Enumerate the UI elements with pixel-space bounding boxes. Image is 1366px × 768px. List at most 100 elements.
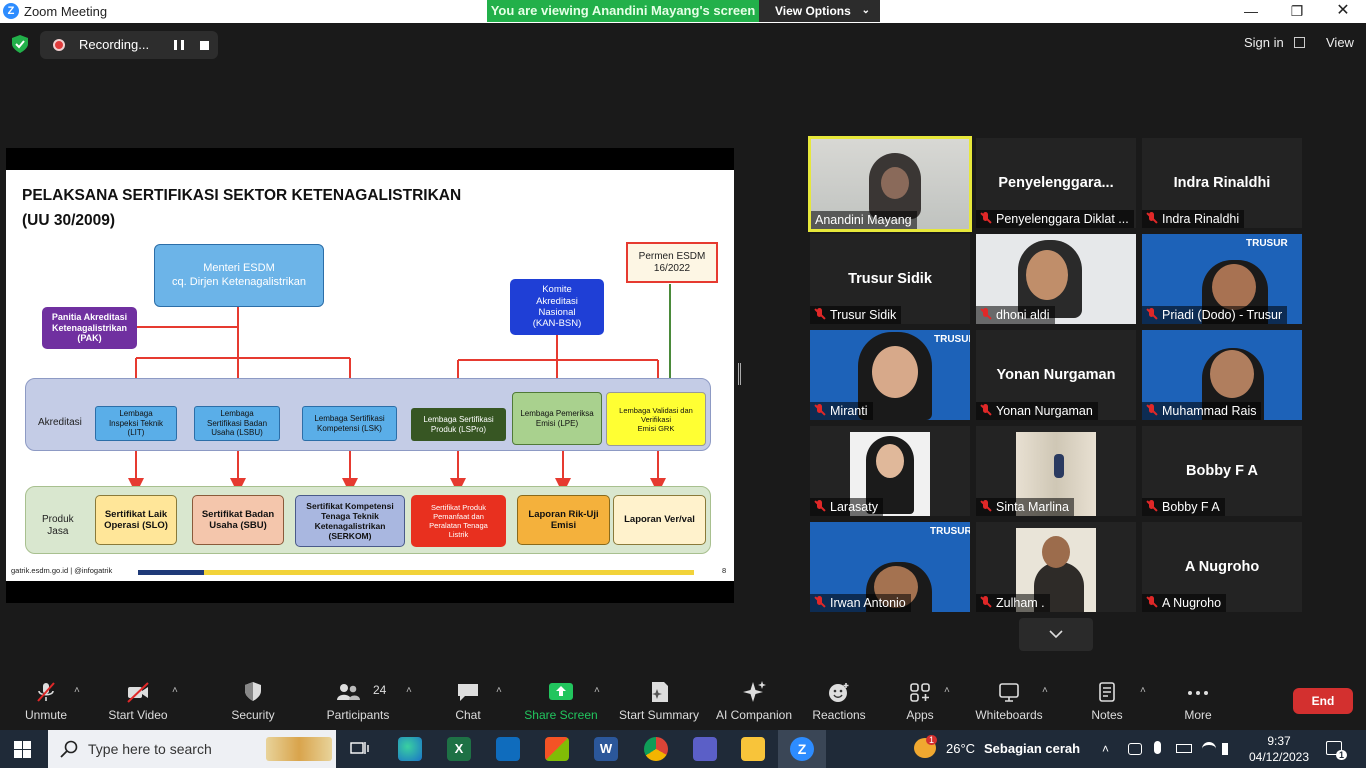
notes-options-caret[interactable]: ˄ [1140,685,1146,696]
weather-desc[interactable]: Sebagian cerah [984,741,1081,756]
kan-line2: Akreditasi [536,295,578,307]
edge-browser-icon[interactable] [398,737,422,761]
participant-label: Priadi (Dodo) - Trusur [1142,306,1288,324]
participant-tile[interactable]: Sinta Marlina [976,426,1136,516]
viewing-banner: You are viewing Anandini Mayang's screen… [487,0,880,22]
unmute-label: Unmute [24,708,68,722]
volume-icon[interactable] [1222,743,1238,755]
participant-tile[interactable]: Muhammad Rais [1142,330,1302,420]
whiteboards-options-caret[interactable]: ˄ [1042,685,1048,696]
participant-name: Anandini Mayang [811,211,917,229]
word-icon[interactable]: W [594,737,618,761]
ai-sparkle-icon [743,681,766,702]
share-screen-arrow-icon [549,683,573,700]
laporan-verval-box: Laporan Ver/val [613,495,706,545]
sign-in-link[interactable]: Sign in [1244,35,1284,50]
participant-name: Miranti [830,404,868,418]
close-button[interactable]: ✕ [1336,2,1350,19]
restore-button[interactable]: ❐ [1290,3,1304,19]
end-meeting-button[interactable]: End [1293,688,1353,714]
battery-icon[interactable] [1176,744,1192,753]
permen-esdm-box: Permen ESDM 16/2022 [626,242,718,283]
ai-companion-label: AI Companion [715,708,793,722]
participants-options-caret[interactable]: ˄ [406,685,412,696]
taskbar-search-box[interactable]: Type here to search [48,730,336,768]
muted-mic-icon [980,308,991,320]
participant-label: Trusur Sidik [810,306,902,324]
serkom-line1: Sertifikat Kompetensi [306,500,394,511]
slide-title: PELAKSANA SERTIFIKASI SEKTOR KETENAGALIS… [22,183,461,233]
chrome-icon[interactable] [644,737,668,761]
minimize-button[interactable]: — [1244,3,1258,19]
serkom-line3: Ketenagalistrikan [314,521,386,531]
apps-options-caret[interactable]: ˄ [944,685,950,696]
panel-resize-handle[interactable] [738,363,741,385]
chat-options-caret[interactable]: ˄ [496,685,502,696]
participant-tile[interactable]: TRUSUR Irwan Antonio [810,522,970,612]
lit-line3: (LIT) [127,428,145,438]
participant-tile[interactable]: Penyelenggara... Penyelenggara Diklat ..… [976,138,1136,228]
participant-tile[interactable]: TRUSUR Miranti [810,330,970,420]
gallery-next-page-button[interactable] [1019,618,1093,651]
audio-options-caret[interactable]: ˄ [74,685,80,696]
participant-tile[interactable]: dhoni aldi [976,234,1136,324]
start-video-button[interactable]: Start Video [102,675,174,730]
participant-tile[interactable]: Indra Rinaldhi Indra Rinaldhi [1142,138,1302,228]
lvv-box: Lembaga Validasi dan Verifikasi Emisi GR… [606,392,706,446]
search-highlight-cheetah-image [266,737,332,761]
view-grid-icon [1294,37,1305,48]
lspro-line1: Lembaga Sertifikasi [423,414,494,424]
stop-recording-button[interactable] [200,41,209,50]
unmute-button[interactable]: Unmute [12,675,80,730]
weather-temp[interactable]: 26°C [946,741,976,756]
file-explorer-icon[interactable] [741,737,765,761]
start-summary-button[interactable]: Start Summary [616,675,702,730]
muted-mic-icon [814,308,825,320]
clock[interactable]: 9:37 04/12/2023 [1248,733,1310,765]
video-person-face [876,444,904,478]
lre-line2: Emisi [550,520,577,531]
microsoft-store-icon[interactable] [545,737,569,761]
view-button[interactable]: View [1326,35,1354,50]
whiteboards-button[interactable]: Whiteboards [972,675,1046,730]
spp-line1: Sertifikat Produk [430,503,487,512]
notifications-icon[interactable] [1326,741,1342,755]
participant-tile[interactable]: Larasaty [810,426,970,516]
participant-name: A Nugroho [1162,596,1222,610]
share-options-caret[interactable]: ˄ [594,685,600,696]
wifi-icon[interactable] [1202,742,1216,756]
apps-button[interactable]: Apps [898,675,942,730]
reactions-button[interactable]: Reactions [808,675,870,730]
participant-label: dhoni aldi [976,306,1055,324]
lsbu-box: Lembaga Sertifikasi Badan Usaha (LSBU) [194,406,280,441]
tray-chevron-up-icon[interactable]: ˄ [1102,742,1110,756]
chat-button[interactable]: Chat [443,675,493,730]
pause-recording-button[interactable] [174,40,184,50]
security-shield-icon[interactable] [12,35,28,53]
participant-tile[interactable]: A Nugroho A Nugroho [1142,522,1302,612]
excel-icon[interactable]: X [447,737,471,761]
zoom-taskbar-button[interactable]: Z [778,730,826,768]
camera-tray-icon[interactable] [1128,743,1142,755]
security-button[interactable]: Security [222,675,284,730]
share-screen-button[interactable]: Share Screen [522,675,600,730]
teams-icon[interactable] [693,737,717,761]
participants-button[interactable]: 24 Participants [322,675,394,730]
more-button[interactable]: More [1176,675,1220,730]
participant-tile[interactable]: TRUSUR Priadi (Dodo) - Trusur [1142,234,1302,324]
view-options-button[interactable]: View Options⌄ [759,0,880,22]
participant-tile[interactable]: Anandini Mayang [808,136,972,232]
participant-tile[interactable]: Yonan Nurgaman Yonan Nurgaman [976,330,1136,420]
participant-tile[interactable]: Bobby F A Bobby F A [1142,426,1302,516]
search-icon [60,740,78,758]
mail-icon[interactable] [496,737,520,761]
video-options-caret[interactable]: ˄ [172,685,178,696]
windows-start-icon[interactable] [14,741,31,758]
ai-companion-button[interactable]: AI Companion [712,675,796,730]
participant-tile[interactable]: Trusur Sidik Trusur Sidik [810,234,970,324]
participant-tile[interactable]: Zulham . [976,522,1136,612]
notes-button[interactable]: Notes [1086,675,1128,730]
microphone-tray-icon[interactable] [1154,741,1161,754]
task-view-icon[interactable] [350,740,370,758]
chevron-down-icon [1049,630,1063,639]
